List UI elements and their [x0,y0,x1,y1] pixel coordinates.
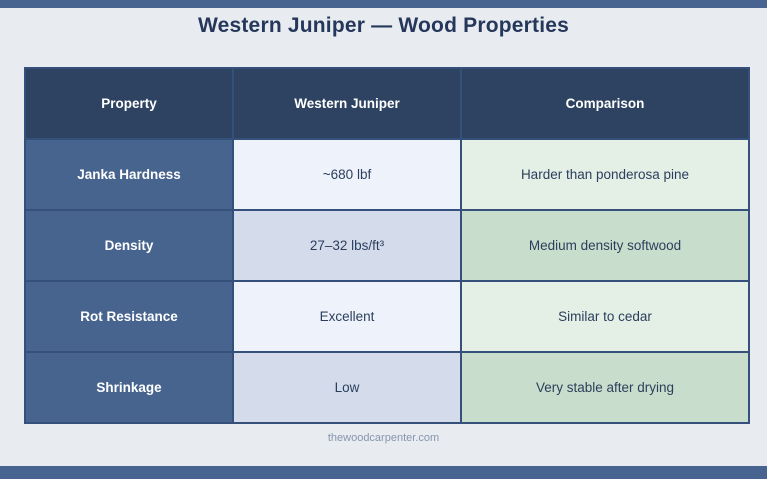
table-row: Shrinkage Low Very stable after drying [26,353,748,422]
row-label-shrinkage: Shrinkage [26,353,232,422]
row-comparison-janka-hardness: Harder than ponderosa pine [462,140,748,209]
bottom-accent-bar [0,466,767,479]
row-value-shrinkage: Low [234,353,460,422]
row-value-rot-resistance: Excellent [234,282,460,351]
row-value-density: 27–32 lbs/ft³ [234,211,460,280]
page-title: Western Juniper — Wood Properties [197,14,570,37]
column-header-property: Property [26,69,232,138]
table-row: Rot Resistance Excellent Similar to ceda… [26,282,748,351]
table-body: Janka Hardness ~680 lbf Harder than pond… [26,140,748,422]
properties-table: Property Western Juniper Comparison Jank… [24,67,750,424]
row-label-density: Density [26,211,232,280]
table-header: Property Western Juniper Comparison [26,69,748,138]
row-label-janka-hardness: Janka Hardness [26,140,232,209]
column-header-western-juniper: Western Juniper [234,69,460,138]
table-row: Janka Hardness ~680 lbf Harder than pond… [26,140,748,209]
footer-attribution: thewoodcarpenter.com [327,432,440,444]
row-comparison-density: Medium density softwood [462,211,748,280]
table-row: Density 27–32 lbs/ft³ Medium density sof… [26,211,748,280]
row-value-janka-hardness: ~680 lbf [234,140,460,209]
top-accent-bar [0,0,767,8]
row-label-rot-resistance: Rot Resistance [26,282,232,351]
row-comparison-shrinkage: Very stable after drying [462,353,748,422]
properties-table-container: Property Western Juniper Comparison Jank… [24,67,750,424]
row-comparison-rot-resistance: Similar to cedar [462,282,748,351]
table-header-row: Property Western Juniper Comparison [26,69,748,138]
column-header-comparison: Comparison [462,69,748,138]
